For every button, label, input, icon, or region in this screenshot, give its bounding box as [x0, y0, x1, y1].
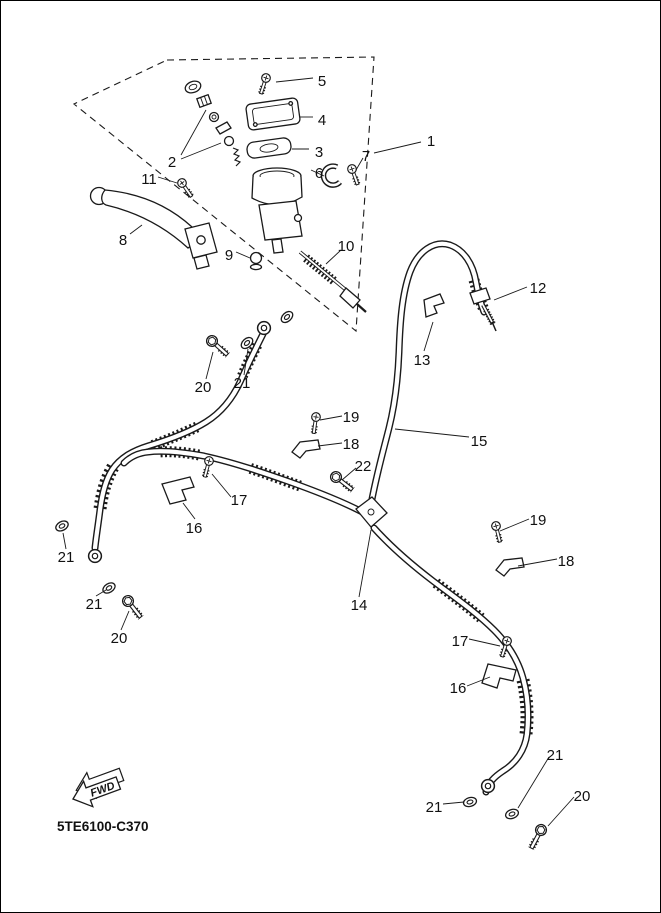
- handlebar-clamp-6: [320, 163, 343, 188]
- holder-screw-19-mid: [309, 412, 320, 434]
- callout-13: 13: [414, 352, 431, 369]
- diagram-code: 5TE6100-C370: [57, 819, 149, 834]
- clamp-screw-7: [346, 163, 361, 186]
- callout-15: 15: [471, 433, 488, 450]
- callout-18-right: 18: [558, 553, 575, 570]
- callout-21-bottom-a: 21: [426, 799, 443, 816]
- callout-11: 11: [141, 171, 157, 188]
- callout-10: 10: [338, 238, 355, 255]
- reservoir-cap-4: [245, 97, 301, 131]
- banjo-eye-top: [256, 320, 272, 336]
- callout-7: 7: [362, 148, 370, 165]
- banjo-bolt-20-left: [120, 593, 145, 620]
- piston-kit-2: [184, 80, 242, 167]
- bushing-9: [249, 251, 263, 271]
- hose-holder-18-right: [495, 557, 525, 577]
- master-cylinder-body: [251, 167, 303, 254]
- diaphragm-3: [246, 137, 292, 159]
- callout-19-right: 19: [530, 512, 547, 529]
- banjo-eye-left: [87, 548, 103, 564]
- holder-screw-19-right: [491, 521, 504, 544]
- push-rod-10: [298, 250, 367, 313]
- callout-4: 4: [318, 112, 326, 129]
- callout-9: 9: [225, 247, 233, 264]
- banjo-bolt-20-top: [204, 333, 231, 359]
- assembly-dashed-outline: [72, 56, 375, 333]
- banjo-eye-right: [480, 778, 496, 794]
- callout-6: 6: [315, 165, 323, 182]
- washer-21-left-a: [53, 518, 71, 534]
- hose-bracket-16-left: [161, 476, 195, 505]
- leader-lines: [62, 77, 575, 827]
- reservoir-cap-screw-5: [257, 73, 272, 96]
- brake-hose-upper-right: [366, 240, 490, 514]
- callout-21-left-a: 21: [58, 549, 75, 566]
- washer-21-bottom-b: [503, 806, 521, 822]
- hose-joint-14: [355, 496, 388, 528]
- callout-1: 1: [427, 133, 435, 150]
- callout-21-left-b: 21: [86, 596, 103, 613]
- callout-20-top: 20: [195, 379, 212, 396]
- hose-clamp-13: [423, 293, 445, 318]
- fwd-direction-arrow: FWD: [72, 767, 125, 808]
- callout-16-right: 16: [450, 680, 467, 697]
- brake-hose-lower-right: [370, 524, 534, 796]
- callout-17-right: 17: [452, 633, 469, 650]
- callout-21-top: 21: [234, 375, 251, 392]
- hose-holder-18-mid: [291, 439, 321, 459]
- banjo-bolt-20-bottom: [526, 823, 548, 851]
- callout-8: 8: [119, 232, 127, 249]
- hose-bracket-16-right: [481, 663, 517, 689]
- washer-21-bottom-a: [461, 795, 479, 809]
- master-cylinder-assembly: [89, 73, 367, 313]
- washer-21-top-b: [278, 308, 296, 326]
- callouts: 5 4 1 3 2 7 6 11 8 9 10 12 13 20 21 19 1…: [58, 73, 591, 816]
- brake-lever-8: [89, 186, 218, 270]
- union-bolt-22: [328, 469, 355, 494]
- hose-fitting-12: [469, 287, 497, 332]
- callout-20-bottom: 20: [574, 788, 591, 805]
- callout-2: 2: [168, 154, 176, 171]
- callout-3: 3: [315, 144, 323, 161]
- callout-5: 5: [318, 73, 326, 90]
- callout-19-mid: 19: [343, 409, 360, 426]
- callout-22: 22: [355, 458, 372, 475]
- callout-14: 14: [351, 597, 368, 614]
- callout-17-left: 17: [231, 492, 248, 509]
- brake-hose-left: [91, 330, 267, 552]
- callout-20-left: 20: [111, 630, 128, 647]
- callout-18-mid: 18: [343, 436, 360, 453]
- callout-16-left: 16: [186, 520, 203, 537]
- callout-21-bottom-b: 21: [547, 747, 564, 764]
- callout-12: 12: [530, 280, 547, 297]
- washer-21-left-b: [100, 580, 118, 596]
